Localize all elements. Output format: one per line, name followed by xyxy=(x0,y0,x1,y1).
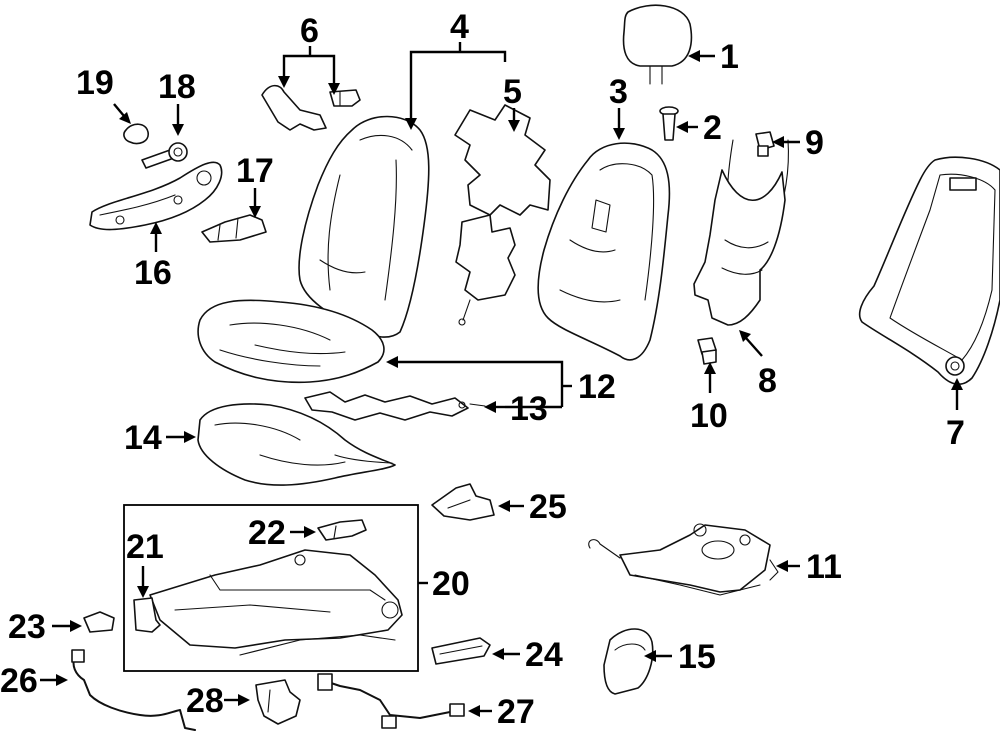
part-cover-25 xyxy=(431,483,495,521)
part-side-shield xyxy=(89,161,223,231)
callout-16: 16 xyxy=(134,254,172,292)
part-back-cover xyxy=(537,142,671,361)
callout-27: 27 xyxy=(497,693,535,731)
part-headrest-guide xyxy=(659,106,679,141)
callout-8: 8 xyxy=(758,362,777,400)
part-seat-frame xyxy=(149,549,403,656)
part-back-cushion xyxy=(298,115,430,338)
callout-25: 25 xyxy=(529,488,567,526)
part-knob-18 xyxy=(141,142,188,169)
callout-9: 9 xyxy=(805,124,824,162)
callout-11: 11 xyxy=(806,548,842,586)
part-seat-cover xyxy=(197,299,385,384)
part-harness-26 xyxy=(71,649,196,731)
callout-20: 20 xyxy=(432,565,470,603)
part-bracket-21 xyxy=(133,597,161,633)
callout-14: 14 xyxy=(124,419,162,457)
callout-6: 6 xyxy=(300,12,319,50)
part-clip-10 xyxy=(697,337,717,365)
part-bracket-17 xyxy=(201,214,267,243)
callout-21: 21 xyxy=(126,528,164,566)
part-back-clips xyxy=(261,84,361,131)
part-cap-19 xyxy=(123,123,149,145)
callout-3: 3 xyxy=(609,73,628,111)
callout-4: 4 xyxy=(450,8,469,46)
part-clip-9 xyxy=(755,131,775,157)
callout-15: 15 xyxy=(678,638,716,676)
part-back-frame xyxy=(858,156,1000,385)
callout-5: 5 xyxy=(503,73,522,111)
part-headrest xyxy=(622,4,693,85)
part-seat-heater xyxy=(304,391,486,421)
callout-23: 23 xyxy=(8,608,46,646)
callout-10: 10 xyxy=(690,397,728,435)
callout-22: 22 xyxy=(248,514,286,552)
part-cover-23 xyxy=(83,611,115,633)
callout-18: 18 xyxy=(158,68,196,106)
callout-24: 24 xyxy=(525,636,563,674)
part-harness-27 xyxy=(317,673,465,729)
part-back-heater xyxy=(454,104,551,326)
part-switch-24 xyxy=(431,637,491,665)
callout-7: 7 xyxy=(946,414,965,452)
callout-17: 17 xyxy=(236,152,274,190)
part-clip-22 xyxy=(317,519,367,541)
part-seat-cushion xyxy=(197,403,396,486)
part-bracket-28 xyxy=(255,679,301,725)
callout-labels: 1 2 3 4 5 6 7 8 9 10 11 12 13 14 15 16 1… xyxy=(0,8,965,731)
part-lumbar-support xyxy=(693,139,789,326)
part-trim-panel xyxy=(603,628,654,695)
callout-19: 19 xyxy=(76,64,114,102)
callout-12: 12 xyxy=(578,368,616,406)
callout-26: 26 xyxy=(0,662,38,700)
callout-28: 28 xyxy=(186,682,224,720)
leader-lines xyxy=(40,42,963,717)
part-seat-adjuster xyxy=(588,523,779,596)
callout-13: 13 xyxy=(510,390,548,428)
callout-2: 2 xyxy=(703,109,722,147)
callout-1: 1 xyxy=(720,38,739,76)
